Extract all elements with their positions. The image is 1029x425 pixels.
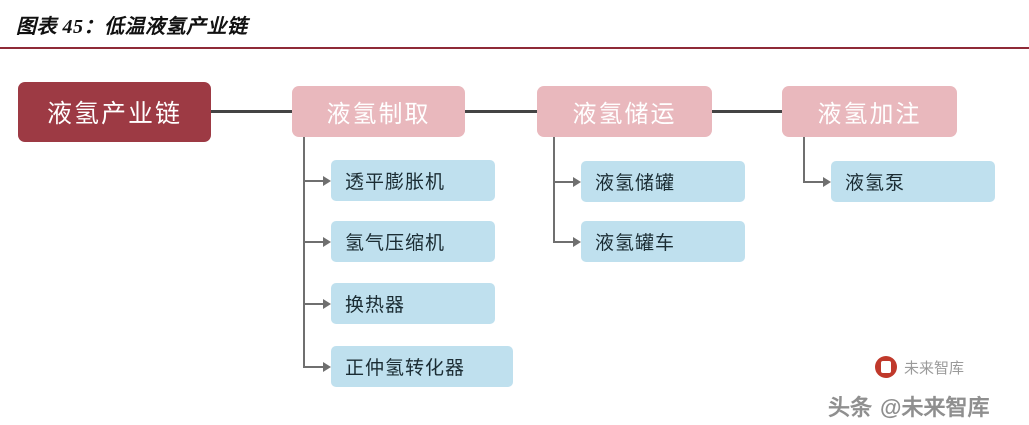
- trunk-stage1-to-stage2: [465, 110, 537, 113]
- node-leaf-s2-c1[interactable]: 液氢储罐: [581, 161, 745, 202]
- branch-arrow-s1-c1: [323, 176, 331, 186]
- node-leaf-s1-c2[interactable]: 氢气压缩机: [331, 221, 495, 262]
- branch-arrow-s2-c2: [573, 237, 581, 247]
- node-stage-2[interactable]: 液氢储运: [537, 86, 712, 137]
- branch-line-s1-c4: [303, 366, 325, 368]
- branch-line-s2-c2: [553, 241, 575, 243]
- branch-bus-stage1: [303, 136, 305, 368]
- node-root-label: 液氢产业链: [46, 101, 182, 128]
- node-leaf-s1-c4[interactable]: 正仲氢转化器: [331, 346, 513, 387]
- branch-arrow-s2-c1: [573, 177, 581, 187]
- title-divider: [0, 47, 1029, 49]
- node-root[interactable]: 液氢产业链: [18, 82, 211, 142]
- node-leaf-s1-c3[interactable]: 换热器: [331, 283, 495, 324]
- node-leaf-s2-c1-label: 液氢储罐: [595, 173, 676, 194]
- node-stage-1-label: 液氢制取: [326, 102, 431, 128]
- trunk-stage2-to-stage3: [712, 110, 782, 113]
- branch-line-s1-c3: [303, 303, 325, 305]
- branch-arrow-s1-c4: [323, 362, 331, 372]
- node-leaf-s2-c2-label: 液氢罐车: [595, 233, 676, 254]
- node-leaf-s2-c2[interactable]: 液氢罐车: [581, 221, 745, 262]
- node-leaf-s1-c2-label: 氢气压缩机: [345, 233, 446, 254]
- page-title: 图表 45：低温液氢产业链: [16, 16, 248, 38]
- watermark-bottom-main: @未来智库: [880, 395, 990, 420]
- branch-arrow-s1-c2: [323, 237, 331, 247]
- watermark-bottom: 头条 @未来智库: [828, 390, 989, 422]
- node-leaf-s3-c1[interactable]: 液氢泵: [831, 161, 995, 202]
- node-leaf-s1-c1[interactable]: 透平膨胀机: [331, 160, 495, 201]
- branch-line-s1-c1: [303, 180, 325, 182]
- branch-line-s3-c1: [803, 181, 825, 183]
- branch-line-s2-c1: [553, 181, 575, 183]
- branch-line-s1-c2: [303, 241, 325, 243]
- node-leaf-s1-c3-label: 换热器: [345, 295, 406, 316]
- branch-arrow-s3-c1: [823, 177, 831, 187]
- node-stage-3[interactable]: 液氢加注: [782, 86, 957, 137]
- branch-bus-stage3: [803, 136, 805, 182]
- node-leaf-s1-c4-label: 正仲氢转化器: [345, 358, 466, 379]
- watermark-top-label: 未来智库: [904, 359, 965, 377]
- watermark-logo-icon: [875, 356, 897, 378]
- trunk-root-to-stage1: [210, 110, 292, 113]
- title-bar: 图表 45：低温液氢产业链: [0, 0, 1029, 52]
- node-stage-1[interactable]: 液氢制取: [292, 86, 465, 137]
- node-stage-3-label: 液氢加注: [817, 102, 922, 128]
- node-leaf-s3-c1-label: 液氢泵: [845, 173, 906, 194]
- node-stage-2-label: 液氢储运: [572, 102, 677, 128]
- branch-arrow-s1-c3: [323, 299, 331, 309]
- watermark-bottom-prefix: 头条: [828, 395, 873, 420]
- branch-bus-stage2: [553, 136, 555, 242]
- watermark-top: 未来智库: [875, 356, 964, 378]
- node-leaf-s1-c1-label: 透平膨胀机: [345, 172, 446, 193]
